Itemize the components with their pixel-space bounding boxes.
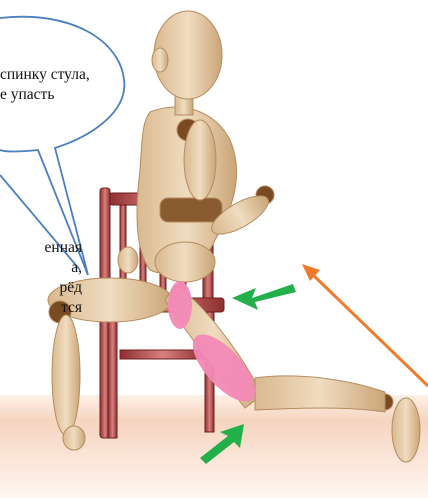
green-arrow-icon [232, 284, 296, 310]
speech-bubble-text-line-2: е упасть [0, 85, 54, 105]
orange-arrow-icon [302, 264, 428, 386]
side-text-line-2: а, [0, 258, 82, 278]
side-text-line-4: тся [0, 298, 82, 318]
speech-bubble-text-line-1: спинку стула, [0, 65, 90, 85]
side-text-line-3: рёд [0, 278, 82, 298]
side-text-line-1: енная [0, 238, 82, 258]
side-text: енная а, рёд тся [0, 238, 82, 318]
